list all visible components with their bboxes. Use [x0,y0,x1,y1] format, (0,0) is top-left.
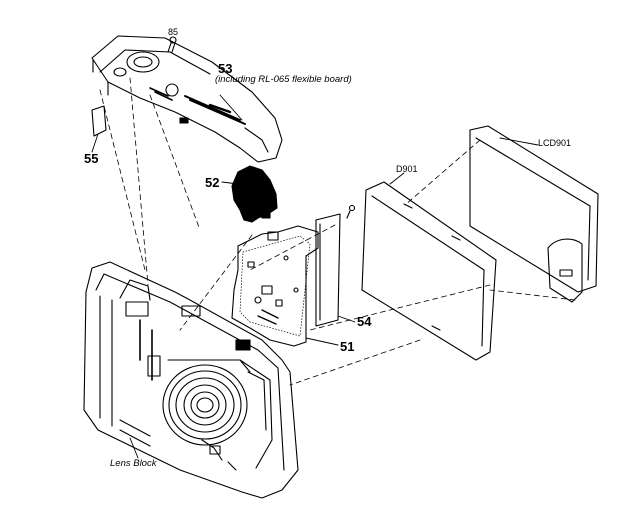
part-51-board [231,225,319,347]
label-lcd901: LCD901 [538,138,572,148]
guide-lines [99,77,576,386]
label-52: 52 [205,175,220,190]
label-85: 85 [168,27,179,37]
leader-lines [91,94,539,459]
part-54-sheet [315,213,341,327]
part-lcd901 [469,125,599,303]
lens-block [83,261,299,499]
label-lens-block: Lens Block [110,458,157,469]
part-85-screw [167,36,177,53]
part-53-top-cover [91,35,283,163]
part-52-grip [231,165,278,223]
label-54: 54 [357,314,372,329]
label-55: 55 [84,151,99,166]
part-d901-panel [361,181,497,361]
part-55-pad [91,105,107,137]
label-53-desc: (including RL-065 flexible board) [215,74,352,85]
label-53: 53 [218,61,233,76]
label-51: 51 [340,339,355,354]
label-d901: D901 [396,164,418,174]
part-85-screw-b [346,204,356,219]
